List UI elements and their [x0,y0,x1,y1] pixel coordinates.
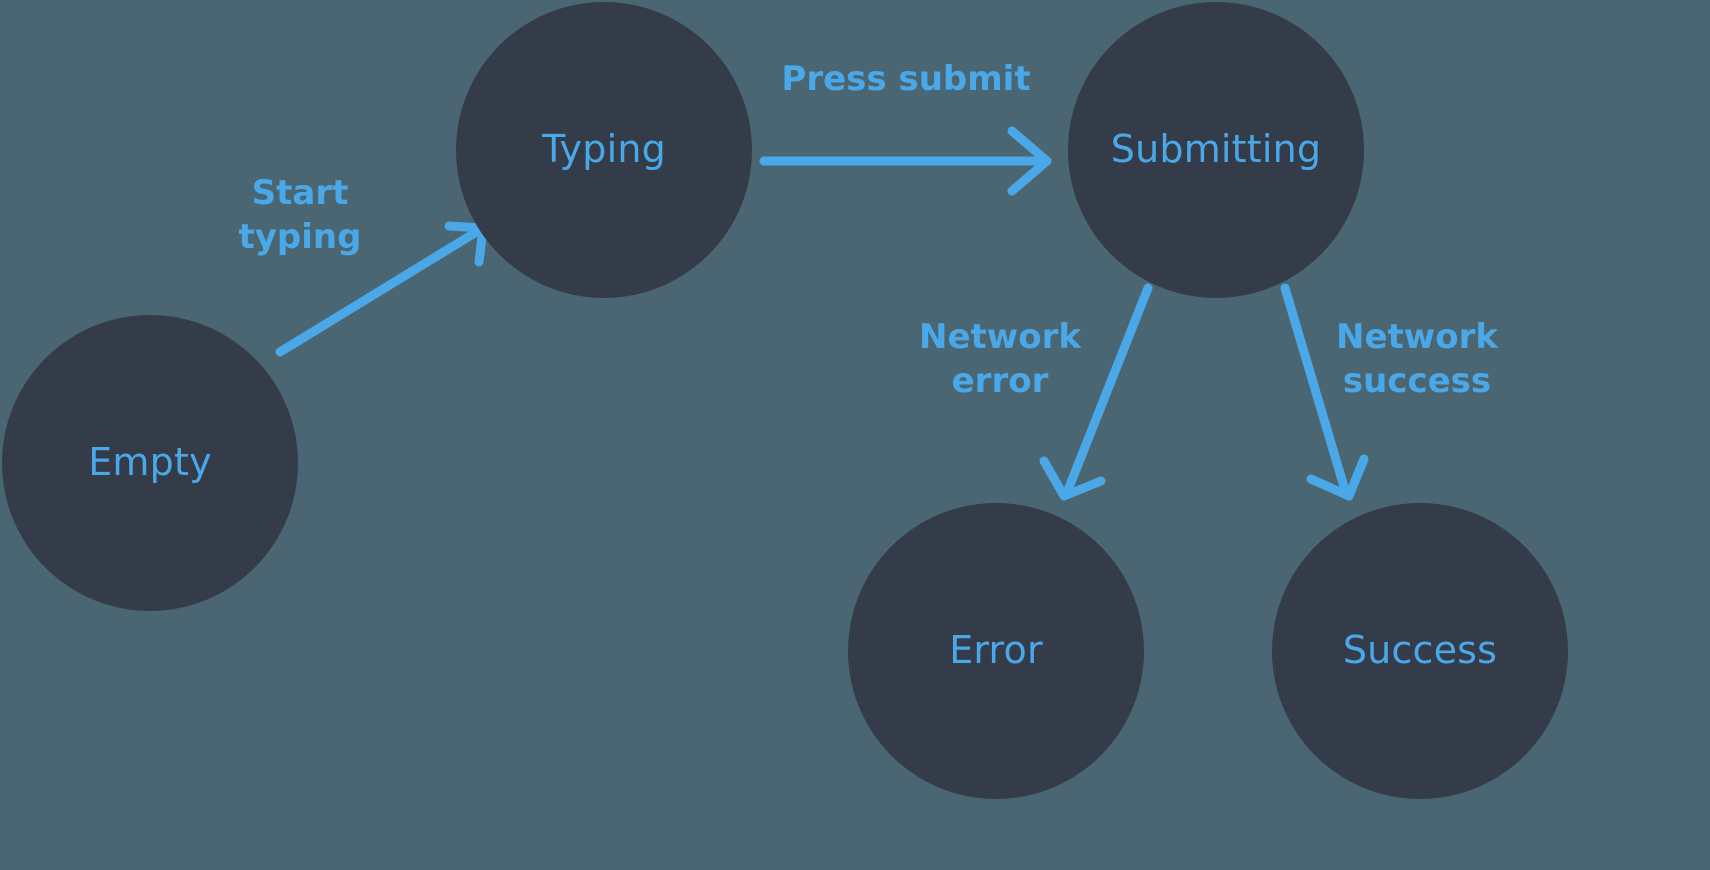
edge-label-network-error: Network error [919,317,1081,401]
state-node-submitting[interactable]: Submitting [1068,2,1364,298]
edge-typing-to-submitting [759,126,1052,196]
state-label-submitting: Submitting [1110,127,1322,172]
edge-label-start-typing: Start typing [238,173,362,257]
edge-label-network-success: Network success [1336,317,1498,401]
edge-label-press-submit: Press submit [781,59,1031,99]
state-node-success[interactable]: Success [1272,503,1568,799]
state-label-typing: Typing [542,127,666,172]
state-label-success: Success [1342,628,1498,673]
state-label-error: Error [949,628,1043,673]
state-node-empty[interactable]: Empty [2,315,298,611]
state-label-empty: Empty [88,440,212,485]
state-node-typing[interactable]: Typing [456,2,752,298]
state-node-error[interactable]: Error [848,503,1144,799]
